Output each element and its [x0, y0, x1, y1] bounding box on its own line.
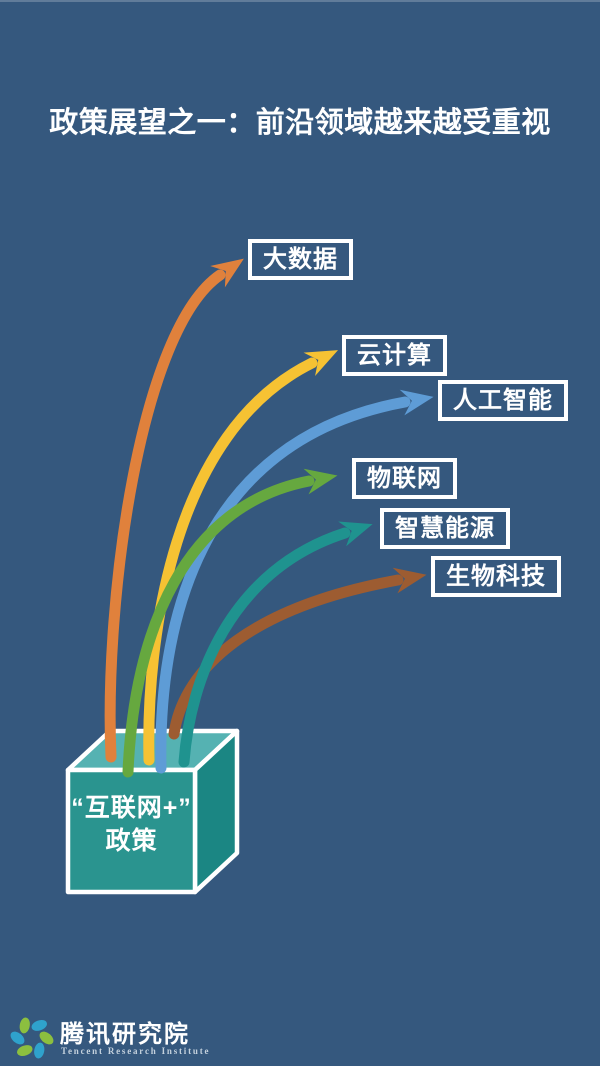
- arrow-energy: [178, 521, 373, 768]
- logo-leaf: [10, 1031, 25, 1045]
- cube-caption-line2: 政策: [105, 827, 158, 855]
- tencent-research-logo-icon: [10, 1017, 54, 1059]
- footer: 腾讯研究院 Tencent Research Institute: [0, 1004, 600, 1066]
- logo-leaf: [39, 1031, 54, 1045]
- logo-text-cn: 腾讯研究院: [60, 1021, 190, 1048]
- logo-leaf: [34, 1042, 45, 1059]
- arrow-big-data: [104, 258, 244, 763]
- logo-leaf: [19, 1017, 30, 1034]
- page-title: 政策展望之一：前沿领域越来越受重视: [49, 107, 551, 139]
- label-bio: 生物科技: [431, 556, 561, 597]
- label-cloud: 云计算: [342, 335, 447, 376]
- cube-caption: “互联网+” 政策: [66, 792, 197, 858]
- cube-caption-line1: “互联网+”: [71, 794, 192, 822]
- logo-leaf: [17, 1045, 33, 1056]
- label-energy: 智慧能源: [380, 508, 510, 549]
- logo-text-en: Tencent Research Institute: [61, 1046, 211, 1056]
- label-iot: 物联网: [352, 458, 457, 499]
- arrow-bio: [168, 567, 427, 740]
- label-big-data: 大数据: [248, 239, 353, 280]
- arrow-iot: [122, 468, 338, 778]
- logo-leaf: [31, 1020, 47, 1031]
- label-ai: 人工智能: [438, 380, 568, 421]
- cube-front-face: [65, 767, 198, 895]
- arrow-cloud: [143, 350, 338, 766]
